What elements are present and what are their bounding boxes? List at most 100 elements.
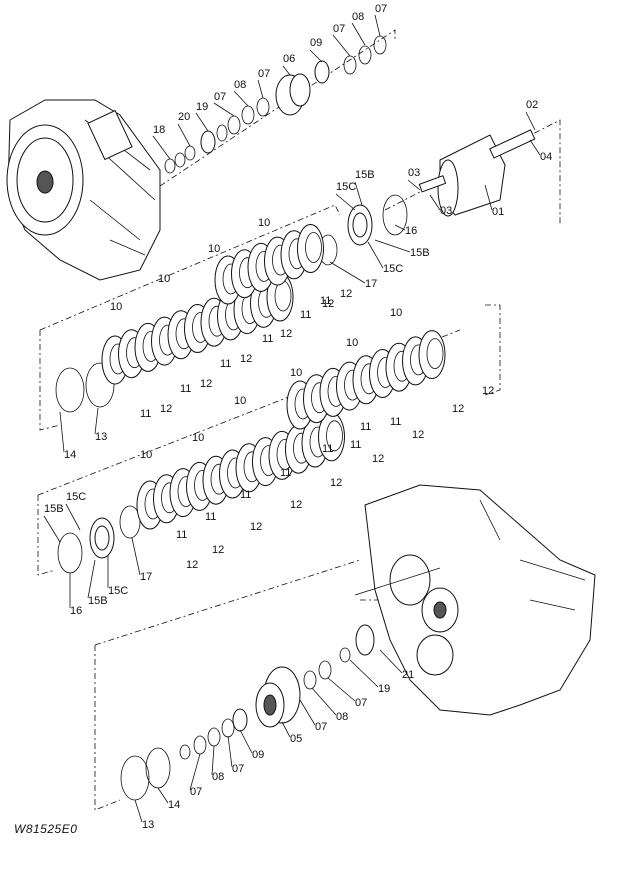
part-label-08d: 08 [212, 771, 224, 783]
leader-line [152, 135, 171, 160]
part-label-07b: 07 [333, 23, 345, 35]
leader-line [354, 181, 363, 206]
transmission-housing-lower [354, 484, 596, 716]
part-label-07f: 07 [315, 721, 327, 733]
leader-line [349, 659, 379, 688]
leader-line [379, 649, 403, 674]
plate-label-ten-3: 10 [110, 301, 122, 313]
part-label-17b: 17 [140, 571, 152, 583]
part-label-07e: 07 [355, 697, 367, 709]
leader-line [43, 515, 61, 543]
plate-label-twelve-10: 12 [330, 477, 342, 489]
leader-line [257, 79, 264, 99]
plate-label-twelve-11: 12 [290, 499, 302, 511]
clutch-plates [101, 224, 446, 530]
plate-label-ten-8: 10 [192, 432, 204, 444]
plate-label-eleven-10: 11 [205, 511, 216, 523]
plate-label-twelve-2: 12 [240, 353, 252, 365]
plate-label-eleven-7: 11 [322, 443, 333, 455]
transmission-housing-upper [6, 99, 161, 281]
part-label-21: 21 [402, 669, 414, 681]
leader-line [367, 241, 384, 269]
plate-label-eleven-12: 11 [390, 416, 401, 428]
part-label-07c: 07 [258, 68, 270, 80]
plate-label-twelve-4: 12 [322, 298, 334, 310]
plate-label-twelve-8: 12 [412, 429, 424, 441]
part-label-17a: 17 [365, 278, 377, 290]
leader-line [189, 753, 201, 791]
part-label-15Ca: 15C [336, 181, 356, 193]
part-label-15Cb: 15C [383, 263, 403, 275]
plate-label-ten-9: 10 [140, 449, 152, 461]
leader-line [87, 559, 96, 599]
plate-label-eleven-5: 11 [320, 295, 331, 307]
plate-label-eleven-8: 11 [280, 467, 291, 479]
leader-line [239, 729, 253, 754]
figure-code: W81525E0 [14, 822, 78, 836]
leader-line [311, 687, 337, 716]
clutch-plate-bore [305, 232, 322, 263]
part-label-07g: 07 [232, 763, 244, 775]
part-label-05: 05 [290, 733, 302, 745]
part-label-03b: 03 [440, 205, 452, 217]
part-label-06: 06 [283, 53, 295, 65]
clutch-plate [418, 330, 446, 380]
part-label-15Bb: 15B [410, 247, 430, 259]
part-label-08b: 08 [234, 79, 246, 91]
leader-line [529, 139, 541, 156]
part-label-07d: 07 [214, 91, 226, 103]
leader-line [59, 411, 65, 453]
leader-line [332, 34, 351, 57]
part-label-15Cc: 15C [66, 491, 86, 503]
part-label-20: 20 [178, 111, 190, 123]
leader-line [233, 90, 249, 107]
part-label-16a: 16 [405, 225, 417, 237]
part-label-09b: 09 [252, 749, 264, 761]
leader-line [351, 22, 366, 46]
leader-line [211, 745, 215, 776]
part-label-15Bd: 15B [88, 595, 108, 607]
part-label-15Ba: 15B [355, 169, 375, 181]
leader-line [374, 14, 381, 37]
bearings [89, 60, 375, 732]
plate-label-twelve-7: 12 [482, 385, 494, 397]
clutch-plate-bore [326, 420, 343, 452]
leader-line [227, 735, 233, 768]
part-label-02: 02 [526, 99, 538, 111]
leader-line [407, 179, 421, 191]
plate-label-eleven-6: 11 [360, 421, 371, 433]
part-label-08c: 08 [336, 711, 348, 723]
leader-line [177, 123, 191, 147]
plate-label-eleven-4: 11 [300, 309, 311, 321]
leader-line [94, 407, 99, 435]
leader-line [525, 111, 536, 131]
plate-label-ten-4: 10 [390, 307, 402, 319]
plate-label-eleven-1: 11 [180, 383, 191, 395]
leader-line [309, 49, 323, 63]
plate-label-ten-6: 10 [290, 367, 302, 379]
leader-line [484, 184, 493, 211]
leader-line [327, 677, 356, 702]
part-label-15Cd: 15C [108, 585, 128, 597]
gear-05 [255, 666, 301, 728]
leader-line [429, 194, 441, 211]
plate-label-twelve-14: 12 [186, 559, 198, 571]
part-label-14b: 14 [168, 799, 180, 811]
part-label-16b: 16 [70, 605, 82, 617]
part-label-19b: 19 [378, 683, 390, 695]
clutch-drum-shaft [418, 129, 536, 217]
leader-line [131, 537, 141, 576]
plate-label-twelve-9: 12 [372, 453, 384, 465]
leader-line [157, 787, 169, 804]
part-label-07a: 07 [375, 3, 387, 15]
leader-line [281, 721, 291, 738]
plate-label-ten-1: 10 [208, 243, 220, 255]
plate-label-eleven-11: 11 [176, 529, 187, 541]
part-label-09a: 09 [310, 37, 322, 49]
part-label-04: 04 [540, 151, 552, 163]
plate-label-ten-2: 10 [158, 273, 170, 285]
plate-label-twelve-13: 12 [212, 544, 224, 556]
leader-line [282, 65, 291, 76]
